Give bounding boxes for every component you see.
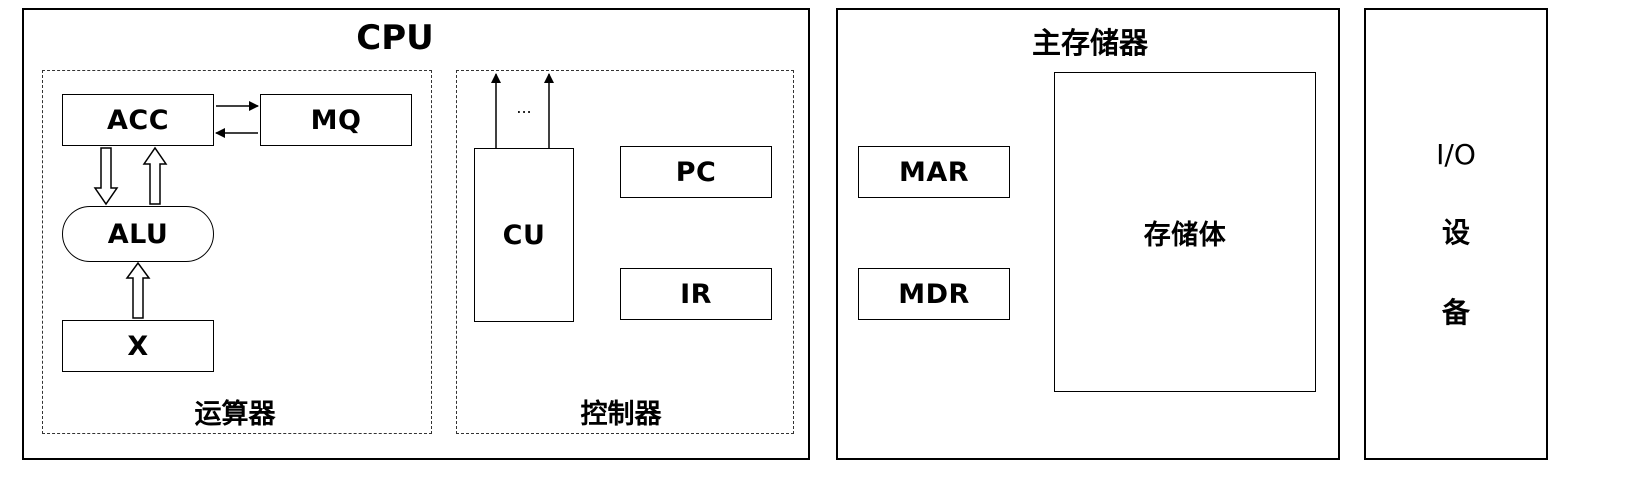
cu-signal-ellipsis: ... (516, 98, 532, 117)
io-label: I/O 设 备 (1364, 138, 1548, 371)
x-register: X (62, 320, 214, 372)
alu-group-label: 运算器 (194, 399, 276, 430)
io-frame (1364, 8, 1548, 460)
mar-register: MAR (858, 146, 1010, 198)
control-group-label: 控制器 (580, 399, 662, 430)
mdr-register: MDR (858, 268, 1010, 320)
storage-body: 存储体 (1054, 72, 1316, 392)
pc-register: PC (620, 146, 772, 198)
cu-unit: CU (474, 148, 574, 322)
control-group (456, 70, 794, 434)
cpu-title: CPU (356, 18, 434, 58)
io-label-line1: I/O (1436, 138, 1476, 171)
ir-register: IR (620, 268, 772, 320)
acc-register: ACC (62, 94, 214, 146)
mq-register: MQ (260, 94, 412, 146)
alu-group (42, 70, 432, 434)
io-label-line3: 备 (1441, 296, 1470, 329)
io-label-line2: 设 (1441, 216, 1470, 249)
memory-title: 主存储器 (1031, 26, 1148, 60)
alu-unit: ALU (62, 206, 214, 262)
